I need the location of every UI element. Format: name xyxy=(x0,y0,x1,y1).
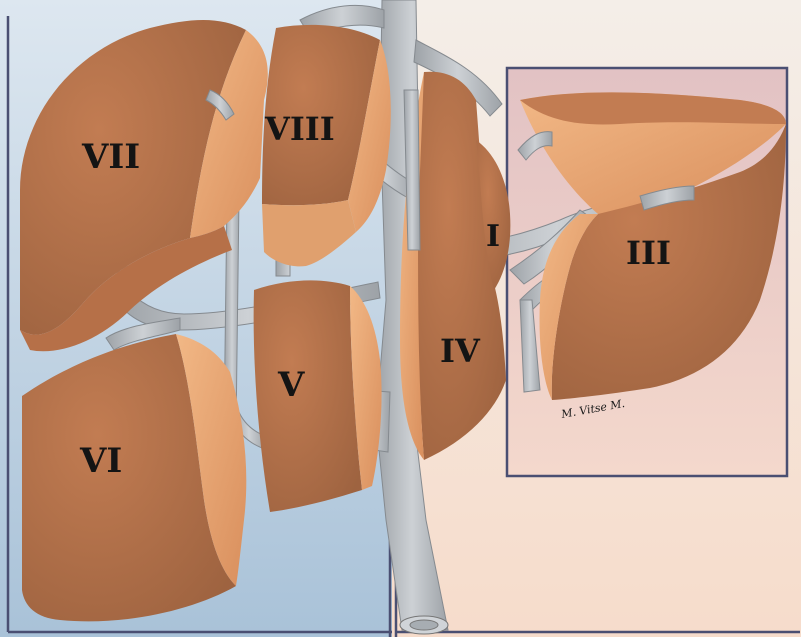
segment-label-VI: VI xyxy=(79,441,122,481)
segment-label-VIII: VIII xyxy=(264,110,335,148)
segment-V xyxy=(254,280,382,512)
segment-VI xyxy=(22,334,246,621)
segment-label-V: V xyxy=(277,365,305,405)
segment-label-I: I xyxy=(486,219,500,254)
segment-label-IV: IV xyxy=(440,332,481,370)
segment-label-VII: VII xyxy=(81,137,140,177)
segment-label-III: III xyxy=(626,234,671,272)
